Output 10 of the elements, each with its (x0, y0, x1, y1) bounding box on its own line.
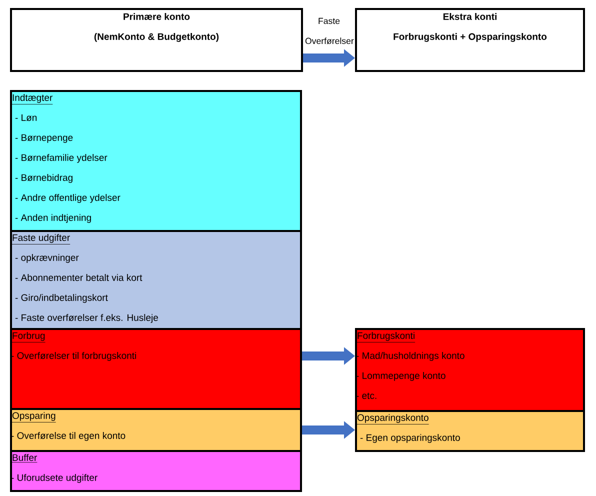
account-box: Forbrug - Overførelser til forbrugskonti (10, 328, 302, 410)
account-box: Forbrugskonti - Mad/husholdnings konto - Lommepenge konto - etc. (355, 328, 585, 412)
edge-label: Faste Overførelser (305, 18, 354, 44)
account-box: Indtægter - Løn - Børnepenge - Børnefamilie ydelser - Børnebidrag - Andre offentlige ydelser - Anden indtjening (10, 90, 302, 232)
account-box: Opsparingskonto - Egen opsparingskonto (355, 410, 585, 452)
account-box: Ekstra konti Forbrugskonti + Opsparingskonto (355, 8, 585, 72)
account-box: Primære konto (NemKonto & Budgetkonto) (10, 8, 303, 72)
account-box: Opsparing - Overførelse til egen konto (10, 408, 302, 452)
account-box: Faste udgifter - opkrævninger - Abonnementer betalt via kort - Giro/indbetalingskort - Faste overførelser f.eks. Husleje (10, 230, 302, 330)
account-box: Buffer - Uforudsete udgifter (10, 450, 302, 492)
